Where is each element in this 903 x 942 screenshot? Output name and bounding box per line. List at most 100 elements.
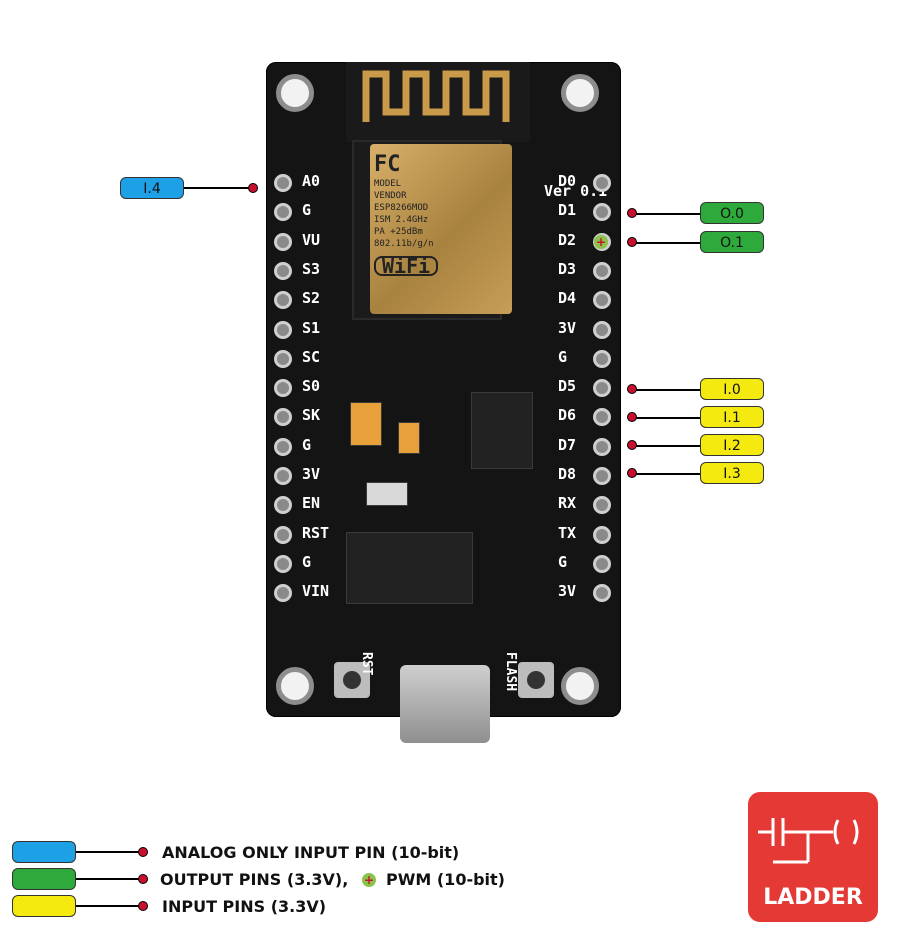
left-pin-label: RST bbox=[302, 524, 330, 542]
mounting-hole bbox=[561, 667, 599, 705]
wire-a0 bbox=[184, 187, 252, 189]
usb-serial-chip bbox=[346, 532, 473, 604]
left-pin-label: SK bbox=[302, 406, 321, 424]
left-pin-hole bbox=[274, 496, 292, 514]
pcb-antenna bbox=[346, 62, 530, 142]
left-pin-hole bbox=[274, 233, 292, 251]
right-pin-label: D7 bbox=[558, 436, 577, 454]
legend-output-text: OUTPUT PINS (3.3V), bbox=[160, 870, 349, 889]
mounting-hole bbox=[276, 667, 314, 705]
right-pin-label: D2 bbox=[558, 231, 577, 249]
ladder-logo-icon bbox=[758, 818, 859, 864]
left-pin-hole bbox=[274, 350, 292, 368]
left-pin-hole bbox=[274, 203, 292, 221]
right-pin-label: D1 bbox=[558, 201, 577, 219]
pin-dot-d8 bbox=[627, 468, 637, 478]
right-pin-hole bbox=[593, 350, 611, 368]
tag-a0: I.4 bbox=[120, 177, 184, 199]
legend-input-wire bbox=[76, 905, 140, 907]
wire-d8 bbox=[634, 473, 700, 475]
right-pin-label: D5 bbox=[558, 377, 577, 395]
right-pin-label: D3 bbox=[558, 260, 577, 278]
right-pin-label: G bbox=[558, 553, 568, 571]
right-pin-label: D8 bbox=[558, 465, 577, 483]
flash-button[interactable] bbox=[518, 662, 554, 698]
legend-output-swatch bbox=[12, 868, 76, 890]
left-pin-hole bbox=[274, 174, 292, 192]
left-pin-label: G bbox=[302, 436, 312, 454]
legend-input-dot bbox=[138, 901, 148, 911]
mounting-hole bbox=[561, 74, 599, 112]
rst-label: RST bbox=[359, 652, 374, 676]
pwm-marker-d2: + bbox=[594, 235, 608, 249]
left-pin-hole bbox=[274, 438, 292, 456]
right-pin-hole bbox=[593, 262, 611, 280]
ladder-logo: LADDER bbox=[748, 792, 878, 922]
crystal bbox=[366, 482, 408, 506]
version-label: Ver 0.1 bbox=[544, 182, 608, 200]
pin-dot-d7 bbox=[627, 440, 637, 450]
wire-d7 bbox=[634, 445, 700, 447]
right-pin-label: 3V bbox=[558, 582, 577, 600]
legend-output-wire bbox=[76, 878, 140, 880]
left-pin-hole bbox=[274, 291, 292, 309]
micro-usb-port[interactable] bbox=[400, 665, 490, 743]
rst-button[interactable] bbox=[334, 662, 370, 698]
capacitor bbox=[398, 422, 420, 454]
left-pin-hole bbox=[274, 467, 292, 485]
tag-d6: I.1 bbox=[700, 406, 764, 428]
left-pin-label: G bbox=[302, 201, 312, 219]
right-pin-hole bbox=[593, 408, 611, 426]
voltage-regulator bbox=[471, 392, 533, 469]
right-pin-hole bbox=[593, 496, 611, 514]
wire-d5 bbox=[634, 389, 700, 391]
left-pin-label: S0 bbox=[302, 377, 321, 395]
wire-d2 bbox=[634, 242, 700, 244]
left-pin-label: VU bbox=[302, 231, 321, 249]
tag-d1: O.0 bbox=[700, 202, 764, 224]
legend-analog-text: ANALOG ONLY INPUT PIN (10-bit) bbox=[162, 843, 460, 862]
right-pin-label: RX bbox=[558, 494, 577, 512]
right-pin-label: D4 bbox=[558, 289, 577, 307]
right-pin-hole bbox=[593, 438, 611, 456]
rf-shield bbox=[370, 144, 512, 314]
left-pin-hole bbox=[274, 584, 292, 602]
legend-output-dot bbox=[138, 874, 148, 884]
pin-dot-d6 bbox=[627, 412, 637, 422]
tag-d8: I.3 bbox=[700, 462, 764, 484]
left-pin-label: S2 bbox=[302, 289, 321, 307]
right-pin-label: D6 bbox=[558, 406, 577, 424]
legend-analog-wire bbox=[76, 851, 140, 853]
wire-d1 bbox=[634, 213, 700, 215]
flash-label: FLASH bbox=[503, 652, 518, 692]
mounting-hole bbox=[276, 74, 314, 112]
legend-analog-swatch bbox=[12, 841, 76, 863]
pin-dot-a0 bbox=[248, 183, 258, 193]
left-pin-label: 3V bbox=[302, 465, 321, 483]
legend-input-swatch bbox=[12, 895, 76, 917]
pin-dot-d2 bbox=[627, 237, 637, 247]
tag-d7: I.2 bbox=[700, 434, 764, 456]
capacitor bbox=[350, 402, 382, 446]
tag-d2: O.1 bbox=[700, 231, 764, 253]
right-pin-hole bbox=[593, 203, 611, 221]
left-pin-hole bbox=[274, 555, 292, 573]
ladder-logo-text: LADDER bbox=[763, 885, 863, 910]
wire-d6 bbox=[634, 417, 700, 419]
left-pin-label: G bbox=[302, 553, 312, 571]
left-pin-label: S1 bbox=[302, 319, 321, 337]
right-pin-hole bbox=[593, 321, 611, 339]
pin-dot-d5 bbox=[627, 384, 637, 394]
left-pin-hole bbox=[274, 379, 292, 397]
right-pin-hole bbox=[593, 467, 611, 485]
right-pin-label: 3V bbox=[558, 319, 577, 337]
right-pin-hole bbox=[593, 584, 611, 602]
right-pin-hole bbox=[593, 291, 611, 309]
left-pin-hole bbox=[274, 526, 292, 544]
nodemcu-board: FC MODEL VENDOR ESP8266MOD ISM 2.4GHz PA… bbox=[266, 62, 621, 717]
tag-d5: I.0 bbox=[700, 378, 764, 400]
right-pin-label: G bbox=[558, 348, 568, 366]
left-pin-label: EN bbox=[302, 494, 321, 512]
left-pin-label: VIN bbox=[302, 582, 330, 600]
pin-dot-d1 bbox=[627, 208, 637, 218]
